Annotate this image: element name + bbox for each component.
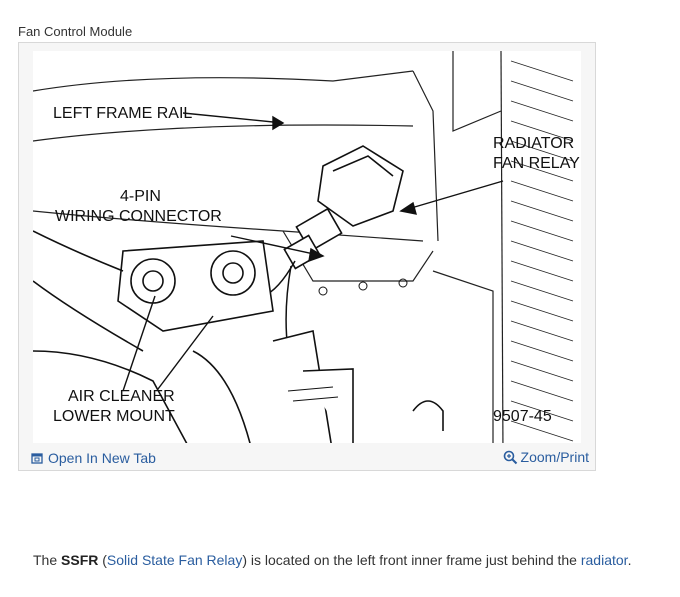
label-figure-number: 9507-45 <box>493 408 552 425</box>
label-air-cleaner: AIR CLEANER <box>68 388 175 405</box>
label-fan-relay-line2: FAN RELAY <box>493 155 580 172</box>
solid-state-fan-relay-link[interactable]: Solid State Fan Relay <box>106 552 243 568</box>
body-middle-text: ) is located on the left front inner fra… <box>242 552 581 568</box>
ssfr-term: SSFR <box>61 552 99 568</box>
label-4-pin: 4-PIN <box>120 188 161 205</box>
body-suffix: . <box>627 552 632 568</box>
figure-action-bar: Open In New Tab Zoom/Print <box>19 443 595 470</box>
body-open-paren: ( <box>98 552 107 568</box>
body-prefix-text: The <box>33 552 62 568</box>
page-caption-title: Fan Control Module <box>18 24 133 39</box>
radiator-link[interactable]: radiator <box>580 552 628 568</box>
zoom-magnifier-icon <box>503 450 517 464</box>
figure-container: LEFT FRAME RAIL RADIATOR FAN RELAY 4-PIN… <box>18 42 596 471</box>
open-in-new-tab-label: Open In New Tab <box>48 450 156 466</box>
new-tab-icon <box>31 453 43 464</box>
label-radiator-line1: RADIATOR <box>493 135 574 152</box>
fan-control-module-diagram: LEFT FRAME RAIL RADIATOR FAN RELAY 4-PIN… <box>33 51 581 459</box>
zoom-print-link[interactable]: Zoom/Print <box>503 449 589 465</box>
label-lower-mount: LOWER MOUNT <box>53 408 175 425</box>
body-paragraph: The SSFR (Solid State Fan Relay) is loca… <box>33 552 631 568</box>
zoom-print-label: Zoom/Print <box>520 449 589 465</box>
label-wiring-connector: WIRING CONNECTOR <box>55 208 222 225</box>
open-in-new-tab-link[interactable]: Open In New Tab <box>31 450 156 466</box>
diagram-drawing: LEFT FRAME RAIL RADIATOR FAN RELAY 4-PIN… <box>33 51 580 456</box>
label-left-frame-rail: LEFT FRAME RAIL <box>53 105 192 122</box>
